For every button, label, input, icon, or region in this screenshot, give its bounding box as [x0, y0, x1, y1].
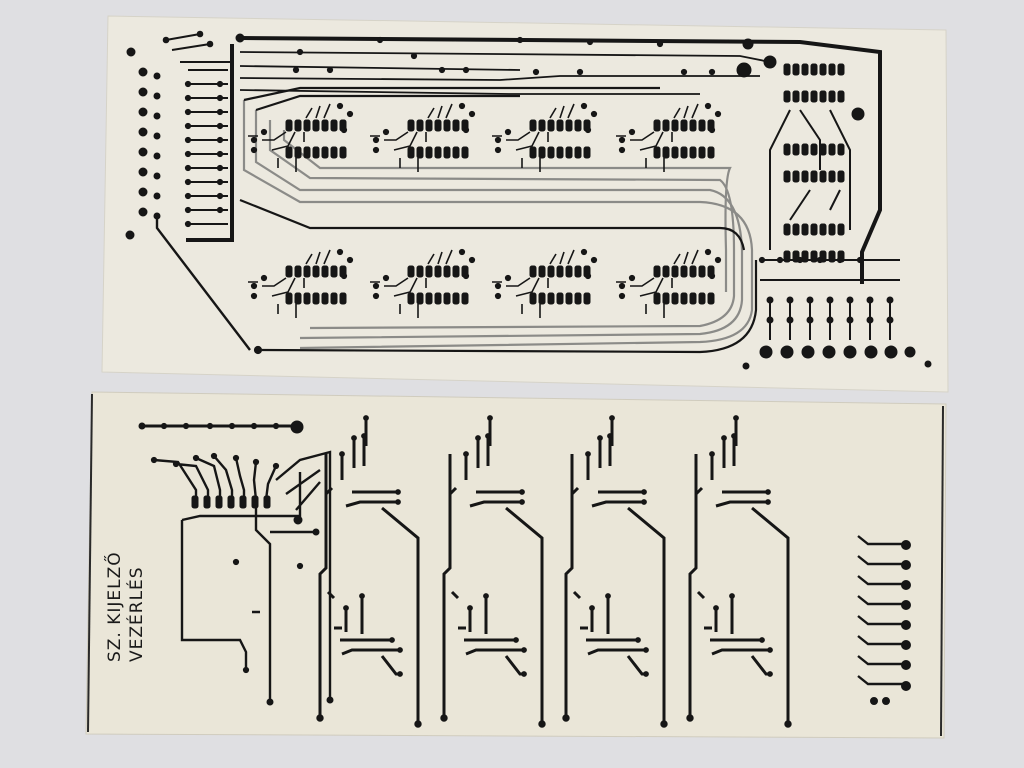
top-left-header-pads — [162, 30, 263, 355]
bottom-connector-pads — [150, 452, 334, 706]
bottom-board-artwork: SZ. KIJELZŐ VEZÉRLÉS — [103, 414, 911, 729]
board-label-line-1: SZ. KIJELZŐ — [103, 551, 125, 662]
top-output-connector-pads — [742, 345, 932, 370]
top-left-connector-pads — [125, 47, 161, 240]
top-loop-traces — [242, 100, 754, 350]
top-right-logic — [758, 63, 900, 340]
board-label-line-2: VEZÉRLÉS — [125, 566, 147, 662]
bottom-right-output-pads — [857, 535, 911, 705]
bottom-header-line — [138, 420, 304, 434]
top-bus-pads — [235, 33, 777, 78]
bottom-fan-in-traces — [153, 450, 332, 700]
board-label: SZ. KIJELZŐ VEZÉRLÉS — [103, 551, 147, 662]
top-board-artwork — [125, 30, 932, 370]
top-power-bus — [239, 36, 882, 284]
bottom-board-film — [85, 391, 947, 739]
